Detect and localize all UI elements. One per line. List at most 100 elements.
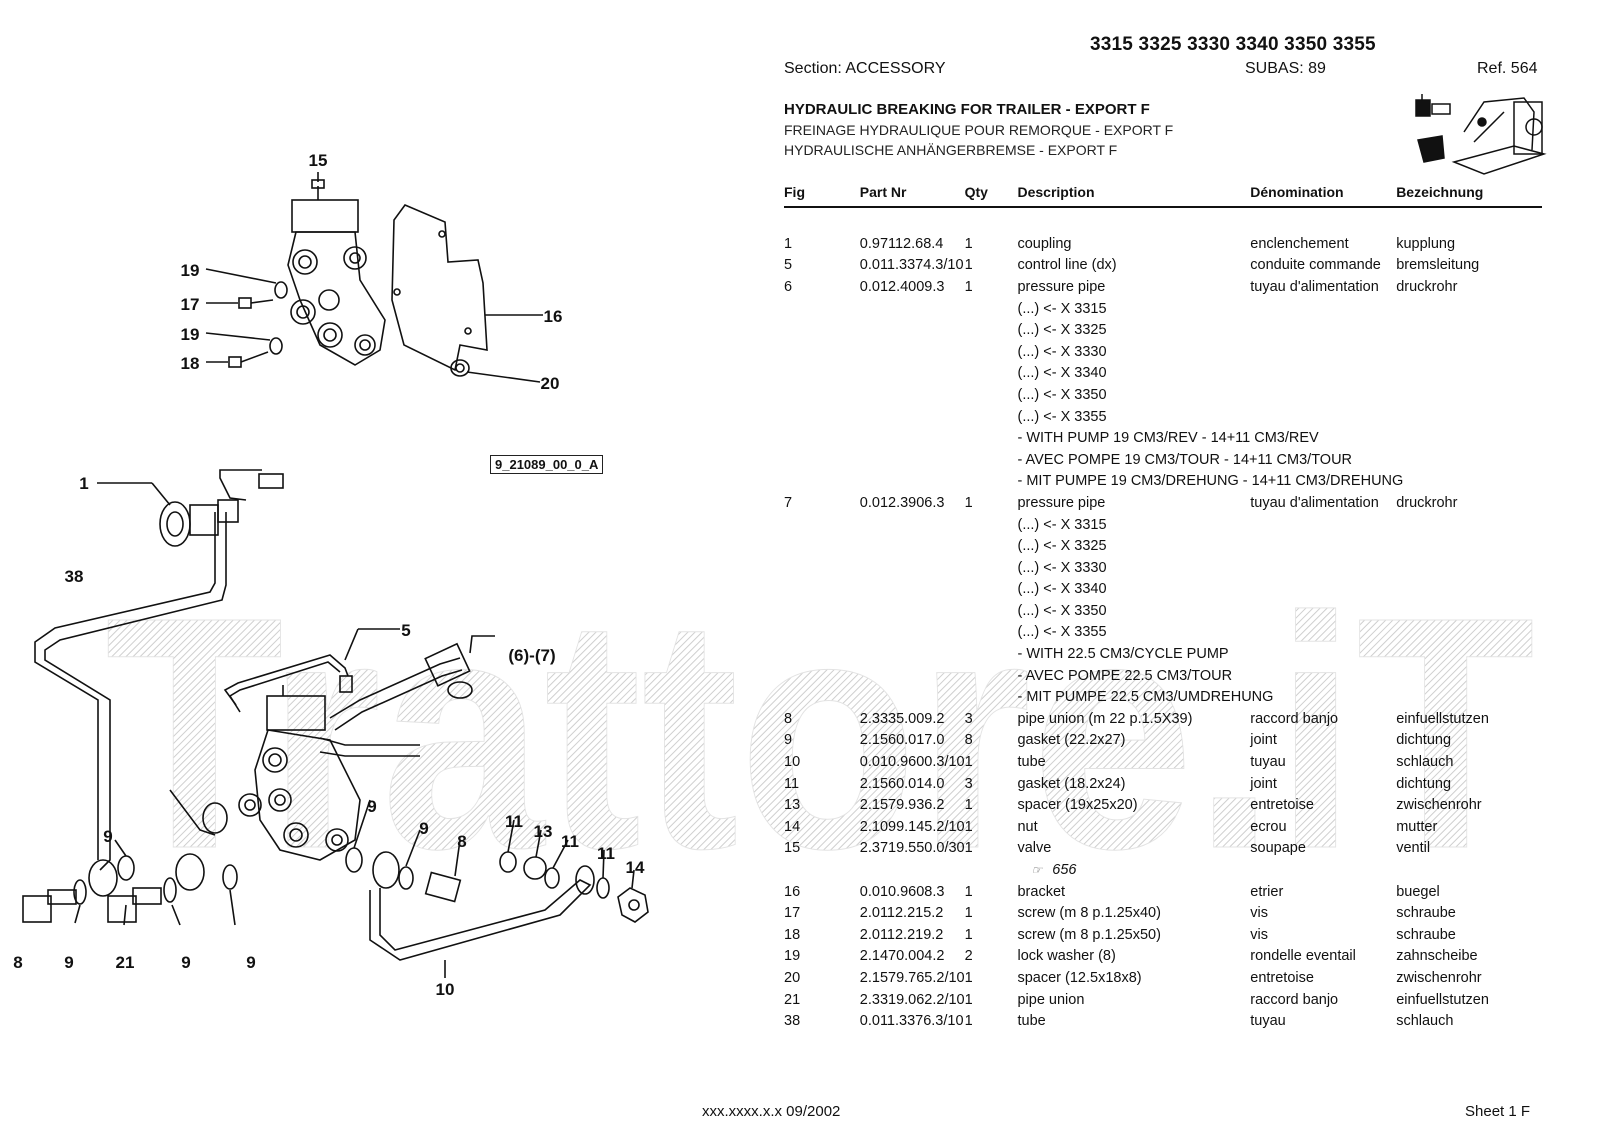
bezeichnung-cell: schraube bbox=[1396, 926, 1456, 943]
denomination-cell: raccord banjo bbox=[1250, 991, 1339, 1008]
callout-20: 20 bbox=[541, 374, 560, 393]
qty-cell bbox=[965, 643, 1018, 665]
qty-cell bbox=[965, 622, 1018, 644]
part-number-cell bbox=[860, 686, 965, 708]
qty-cell bbox=[965, 319, 1018, 341]
description-cell: lock washer (8) bbox=[1017, 948, 1116, 965]
callout-11-a: 11 bbox=[505, 812, 523, 831]
tube-10 bbox=[369, 879, 592, 961]
qty-cell: 1 bbox=[964, 257, 973, 274]
table-row: (...) <- X 3355 bbox=[784, 406, 1542, 428]
reference-note-cell: ☞656 bbox=[1017, 859, 1250, 881]
callout-9-f: 9 bbox=[246, 953, 255, 972]
denomination-cell: vis bbox=[1250, 926, 1268, 943]
bezeichnung-cell: dichtung bbox=[1396, 732, 1452, 749]
fig-cell bbox=[784, 557, 860, 579]
table-row: (...) <- X 3330 bbox=[784, 557, 1542, 579]
table-row: (...) <- X 3350 bbox=[784, 600, 1542, 622]
fig-cell: 18 bbox=[784, 926, 801, 943]
part-number-cell: 0.011.3376.3/10 bbox=[859, 1013, 964, 1030]
bezeichnung-cell: druckrohr bbox=[1396, 278, 1458, 295]
qty-cell: 8 bbox=[964, 732, 973, 749]
part-number-cell: 2.0112.219.2 bbox=[859, 926, 944, 943]
table-row: 8 2.3335.009.2 3 pipe union (m 22 p.1.5X39)… bbox=[784, 708, 1542, 730]
description-cell: (...) <- X 3355 bbox=[1017, 408, 1107, 425]
denomination-cell: ecrou bbox=[1250, 818, 1287, 835]
fig-cell: 10 bbox=[784, 754, 801, 771]
denomination-cell: tuyau bbox=[1250, 1013, 1286, 1030]
table-row: (...) <- X 3315 bbox=[784, 298, 1542, 320]
footer-code: xxx.xxxx.x.x 09/2002 bbox=[702, 1103, 841, 1120]
description-cell: (...) <- X 3315 bbox=[1017, 300, 1107, 317]
reference-note[interactable]: 656 bbox=[1052, 862, 1077, 879]
description-cell: (...) <- X 3355 bbox=[1017, 624, 1107, 641]
bezeichnung-cell: bremsleitung bbox=[1396, 257, 1480, 274]
part-number-cell bbox=[860, 622, 965, 644]
description-cell: tube bbox=[1017, 754, 1046, 771]
table-row: (...) <- X 3325 bbox=[784, 535, 1542, 557]
part-number-cell bbox=[860, 665, 965, 687]
part-number-cell: 2.3335.009.2 bbox=[859, 710, 945, 727]
callout-11-b: 11 bbox=[561, 832, 579, 851]
bezeichnung-cell: zwischenrohr bbox=[1396, 797, 1482, 814]
part-number-cell bbox=[860, 449, 965, 471]
qty-cell: 1 bbox=[964, 494, 973, 511]
qty-cell: 1 bbox=[964, 235, 973, 252]
part-number-cell: 2.3319.062.2/10 bbox=[859, 991, 965, 1008]
description-cell: - MIT PUMPE 22.5 CM3/UMDREHUNG bbox=[1017, 689, 1274, 706]
part-number-cell bbox=[860, 600, 965, 622]
description-cell: control line (dx) bbox=[1017, 257, 1117, 274]
fig-cell bbox=[784, 406, 860, 428]
fig-cell bbox=[784, 363, 860, 385]
part-number-cell: 0.012.4009.3 bbox=[859, 278, 945, 295]
callout-10: 10 bbox=[436, 980, 455, 999]
fig-cell: 5 bbox=[784, 257, 793, 274]
callout-9-c: 9 bbox=[103, 827, 112, 846]
denomination-cell: entretoise bbox=[1250, 969, 1314, 986]
title-block: HYDRAULIC BREAKING FOR TRAILER - EXPORT … bbox=[784, 101, 1173, 162]
description-cell: gasket (18.2x24) bbox=[1017, 775, 1126, 792]
fig-cell: 11 bbox=[784, 775, 800, 792]
qty-cell bbox=[965, 384, 1018, 406]
fig-cell bbox=[784, 622, 860, 644]
fig-cell bbox=[784, 579, 860, 601]
callout-13: 13 bbox=[534, 822, 553, 841]
callout-9-b: 9 bbox=[419, 819, 428, 838]
fig-cell bbox=[784, 471, 860, 493]
fig-cell bbox=[784, 686, 860, 708]
part-number-cell: 2.1579.765.2/10 bbox=[859, 969, 965, 986]
callout-21: 21 bbox=[116, 953, 135, 972]
description-cell: (...) <- X 3325 bbox=[1017, 538, 1107, 555]
fig-cell: 7 bbox=[784, 494, 793, 511]
denomination-cell: etrier bbox=[1250, 883, 1284, 900]
qty-cell bbox=[965, 363, 1018, 385]
description-cell: pipe union (m 22 p.1.5X39) bbox=[1017, 710, 1193, 727]
description-cell: coupling bbox=[1017, 235, 1072, 252]
qty-cell bbox=[965, 579, 1018, 601]
fig-cell: 8 bbox=[784, 710, 793, 727]
part-number-cell bbox=[860, 643, 965, 665]
part-number-cell: 2.1560.014.0 bbox=[859, 775, 945, 792]
fig-cell: 21 bbox=[784, 991, 801, 1008]
pipe-union-8 bbox=[22, 895, 52, 923]
valve-top-block bbox=[291, 199, 359, 233]
col-qty-header: Qty bbox=[964, 184, 1018, 208]
denomination-cell: enclenchement bbox=[1250, 235, 1349, 252]
diagram-reference-code: 9_21089_00_0_A bbox=[490, 455, 604, 474]
part-number-cell: 2.1560.017.0 bbox=[859, 732, 945, 749]
callout-18: 18 bbox=[181, 354, 200, 373]
qty-cell bbox=[965, 600, 1018, 622]
qty-cell bbox=[965, 427, 1018, 449]
qty-cell: 3 bbox=[964, 710, 973, 727]
fig-cell: 17 bbox=[784, 905, 801, 922]
part-number-cell bbox=[860, 384, 965, 406]
tube-38 bbox=[44, 512, 227, 871]
description-cell: screw (m 8 p.1.25x40) bbox=[1017, 905, 1161, 922]
denomination-cell: tuyau bbox=[1250, 754, 1286, 771]
description-cell: - AVEC POMPE 19 CM3/TOUR - 14+11 CM3/TOU… bbox=[1017, 451, 1353, 468]
bezeichnung-cell: druckrohr bbox=[1396, 494, 1458, 511]
